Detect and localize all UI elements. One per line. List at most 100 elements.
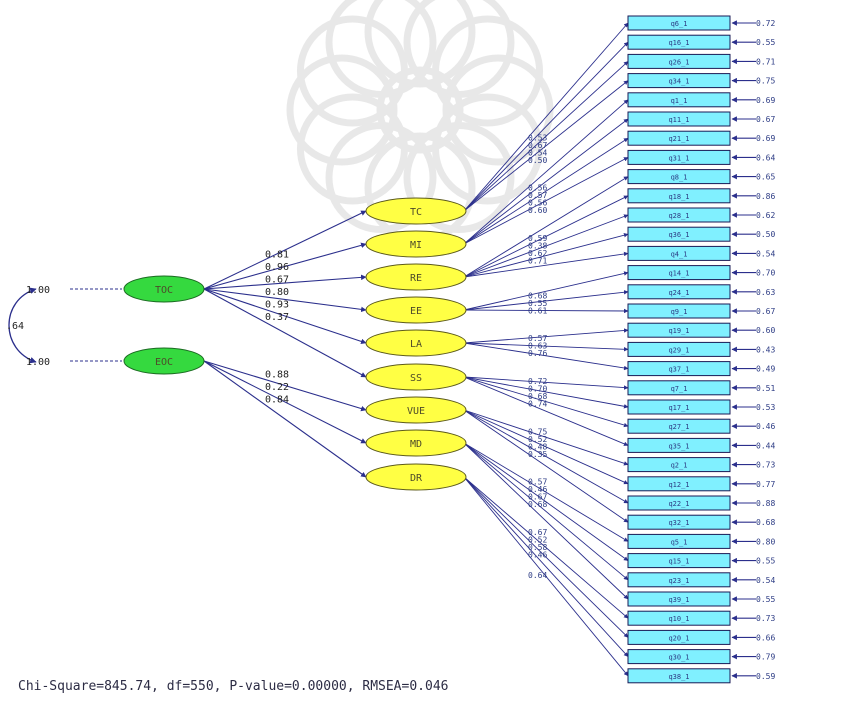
- loading-path: [463, 251, 629, 278]
- observed-box: [627, 111, 731, 127]
- observed-box: [627, 130, 731, 146]
- observed-node: q35_1: [627, 437, 731, 453]
- loading-value: 0.60: [528, 206, 547, 215]
- error-variance: 0.73: [756, 461, 775, 470]
- error-variance: 0.55: [756, 38, 775, 47]
- loading-value: 0.38: [528, 241, 547, 250]
- observed-node: q6_1: [627, 15, 731, 31]
- observed-node: q7_1: [627, 380, 731, 396]
- observed-box: [627, 495, 731, 511]
- observed-node: q19_1: [627, 322, 731, 338]
- latent-label: TC: [410, 207, 422, 218]
- error-variance: 0.64: [756, 153, 775, 162]
- loading-value: 0.74: [528, 400, 547, 409]
- observed-label: q17_1: [668, 404, 689, 412]
- error-variance: 0.71: [756, 57, 775, 66]
- observed-label: q32_1: [668, 519, 689, 527]
- observed-box: [627, 73, 731, 89]
- error-variance: 0.43: [756, 345, 775, 354]
- loading-path: [463, 442, 629, 542]
- loading-path: [463, 157, 629, 245]
- error-variance: 0.66: [756, 633, 775, 642]
- observed-label: q16_1: [668, 39, 689, 47]
- structural-coefficient: 0.88: [265, 369, 289, 380]
- latent-ellipse: [365, 463, 467, 491]
- observed-label: q35_1: [668, 442, 689, 450]
- observed-label: q39_1: [668, 596, 689, 604]
- loading-path: [463, 137, 629, 245]
- observed-label: q6_1: [671, 20, 688, 28]
- structural-coefficient: 0.22: [265, 382, 289, 393]
- observed-node: q22_1: [627, 495, 731, 511]
- loading-value: 0.64: [528, 571, 547, 580]
- latent-ellipse: [365, 396, 467, 424]
- observed-label: q22_1: [668, 500, 689, 508]
- latent-label: SS: [410, 373, 422, 384]
- observed-label: q14_1: [668, 270, 689, 278]
- observed-node: q32_1: [627, 514, 731, 530]
- loading-value: 0.67: [528, 492, 547, 501]
- latent-node: SS: [365, 363, 467, 391]
- watermark-ring: [286, 54, 398, 166]
- error-variance: 0.67: [756, 115, 775, 124]
- observed-label: q26_1: [668, 58, 689, 66]
- structural-coefficient: 0.37: [265, 312, 289, 323]
- observed-box: [627, 207, 731, 223]
- observed-box: [627, 649, 731, 665]
- observed-box: [627, 418, 731, 434]
- observed-label: q18_1: [668, 193, 689, 201]
- observed-label: q11_1: [668, 116, 689, 124]
- observed-label: q36_1: [668, 231, 689, 239]
- latent-node: DR: [365, 463, 467, 491]
- loading-path: [463, 80, 629, 212]
- loading-path: [463, 195, 629, 278]
- observed-box: [627, 303, 731, 319]
- exogenous-node: TOC: [123, 275, 205, 303]
- exogenous-variance: 1.00: [26, 357, 50, 368]
- observed-box: [627, 245, 731, 261]
- error-variance: 0.46: [756, 422, 775, 431]
- latent-node: RE: [365, 263, 467, 291]
- observed-box: [627, 92, 731, 108]
- loading-value: 0.63: [528, 341, 547, 350]
- watermark-ring: [364, 0, 476, 88]
- loading-path: [463, 409, 629, 523]
- exogenous-node: EOC: [123, 347, 205, 375]
- observed-label: q27_1: [668, 423, 689, 431]
- error-variance: 0.69: [756, 134, 775, 143]
- loading-value: 0.70: [528, 385, 547, 394]
- error-variance: 0.50: [756, 230, 775, 239]
- loading-value: 0.58: [528, 543, 547, 552]
- latent-ellipse: [365, 197, 467, 225]
- error-variance: 0.72: [756, 19, 775, 28]
- error-variance: 0.73: [756, 614, 775, 623]
- error-variance: 0.55: [756, 557, 775, 566]
- observed-box: [627, 15, 731, 31]
- loading-path: [463, 442, 629, 561]
- error-variance: 0.69: [756, 96, 775, 105]
- observed-label: q5_1: [671, 538, 688, 546]
- observed-label: q29_1: [668, 346, 689, 354]
- loading-value: 0.57: [528, 334, 547, 343]
- loading-value: 0.55: [528, 299, 547, 308]
- loading-path: [463, 61, 629, 212]
- loading-path: [463, 476, 629, 619]
- error-variance: 0.54: [756, 576, 775, 585]
- loading-path: [463, 476, 629, 677]
- loading-value: 0.56: [528, 199, 547, 208]
- observed-node: q15_1: [627, 553, 731, 569]
- error-arrows: 0.720.550.710.750.690.670.690.640.650.86…: [731, 19, 775, 681]
- error-variance: 0.68: [756, 518, 775, 527]
- observed-label: q4_1: [671, 250, 688, 258]
- loading-path: [463, 376, 629, 446]
- loading-value: 0.54: [528, 149, 547, 158]
- exogenous-variance: 1.00: [26, 285, 50, 296]
- error-variance: 0.86: [756, 192, 775, 201]
- watermark-ring: [442, 54, 554, 166]
- latent-label: LA: [410, 339, 422, 350]
- latent-label: VUE: [407, 406, 425, 417]
- exogenous-label: EOC: [155, 357, 173, 368]
- structural-path: [203, 288, 367, 345]
- observed-node: q8_1: [627, 169, 731, 185]
